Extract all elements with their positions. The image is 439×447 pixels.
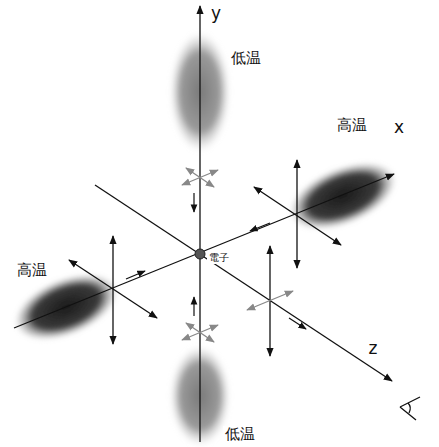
propagation-arrow: [193, 193, 194, 212]
eye-symbol: [400, 397, 420, 420]
propagation-arrow: [289, 318, 306, 329]
label-slot: 低温: [229, 49, 263, 67]
temperature-label: 高温: [335, 117, 369, 134]
x-axis: [14, 174, 394, 328]
label-slot: 低温: [223, 425, 257, 443]
axis-label: y: [209, 4, 223, 24]
eye-symbol: [408, 403, 410, 413]
temperature-label: 低温: [223, 426, 257, 443]
polarization-arrow: [186, 168, 214, 187]
propagation-arrow: [250, 223, 270, 231]
polarization-arrow: [247, 291, 293, 310]
axis-label: z: [367, 339, 380, 359]
high-temp-blob: [281, 149, 406, 243]
y-axis: [199, 6, 200, 442]
label-slot: x: [392, 118, 406, 138]
label-slot: 高温: [335, 116, 369, 134]
electron-dot: [195, 249, 205, 259]
label-slot: 電子: [207, 247, 231, 265]
propagation-arrow: [193, 297, 194, 316]
polarization-arrow: [296, 160, 297, 268]
propagation-arrow: [126, 271, 145, 279]
polarization-arrow: [186, 323, 214, 342]
polarization-arrow: [69, 260, 157, 318]
electron-label: 電子: [207, 252, 231, 264]
label-slot: y: [209, 4, 223, 24]
label-slot: 高温: [15, 261, 49, 279]
axis-label: x: [392, 118, 406, 138]
label-slot: z: [367, 339, 380, 359]
temperature-label: 低温: [229, 50, 263, 67]
polarization-arrow: [254, 187, 341, 245]
temperature-label: 高温: [15, 262, 49, 279]
z-axis: [95, 185, 392, 381]
